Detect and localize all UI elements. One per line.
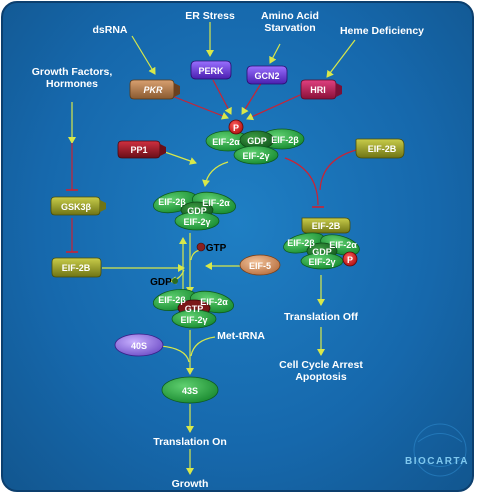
s43-label: 43S (182, 386, 198, 396)
s40-label: 40S (131, 341, 147, 351)
s43-node: 43S (161, 376, 219, 404)
arrow-gtp-in (190, 249, 201, 261)
top-gamma-label: EIF-2γ (242, 151, 269, 161)
gtp-free-label: GTP (206, 243, 227, 254)
label-heme-deficiency: Heme Deficiency (340, 25, 424, 37)
low-alpha-label: EIF-2α (200, 297, 228, 307)
right-nucleotide-label: GDP (312, 247, 332, 257)
label-met-trna: Met-tRNA (217, 330, 265, 342)
label-hormones: Hormones (46, 78, 98, 90)
gsk3b-node: GSK3β (50, 196, 106, 216)
pp1-node: PP1 (117, 140, 166, 159)
eif2b-right-node: EIF-2B (355, 138, 405, 159)
eif2-complex-top: EIF-2α GDP EIF-2β EIF-2γ P (205, 119, 305, 165)
label-dsrna: dsRNA (92, 24, 127, 36)
eif2-complex-right: EIF-2B EIF-2β EIF-2α GDP EIF-2γ P (283, 217, 360, 270)
edges (66, 22, 361, 475)
mid-beta-label: EIF-2β (158, 197, 186, 207)
mid-nucleotide-label: GDP (187, 206, 207, 216)
eif2b-inhib-label: EIF-2B (312, 221, 341, 231)
label-starvation: Starvation (264, 22, 315, 34)
line-top-to-right (284, 157, 319, 206)
label-translation-off: Translation Off (284, 311, 359, 323)
right-phospho-label: P (347, 255, 353, 265)
gcn2-label: GCN2 (254, 71, 279, 81)
eif5-node: EIF-5 (239, 254, 281, 276)
mid-gamma-label: EIF-2γ (183, 217, 210, 227)
low-gamma-label: EIF-2γ (180, 315, 207, 325)
arrow-40s-join (159, 345, 190, 363)
pkr-node: PKR (129, 79, 180, 100)
eif5-label: EIF-5 (249, 261, 271, 271)
gdp-free: GDP (150, 277, 178, 288)
perk-label: PERK (198, 66, 224, 76)
hri-label: HRI (310, 85, 326, 95)
pkr-label: PKR (143, 85, 163, 95)
perk-node: PERK (190, 60, 232, 80)
gsk3b-label: GSK3β (61, 202, 92, 212)
pp1-label: PP1 (130, 145, 147, 155)
biocarta-logo: BIOCARTA (405, 423, 469, 477)
low-beta-label: EIF-2β (158, 295, 186, 305)
right-beta-label: EIF-2β (287, 238, 315, 248)
arrow-top-to-mid (202, 161, 229, 187)
stimulus-labels: dsRNA ER Stress Amino Acid Starvation He… (32, 10, 424, 490)
arrow-pp1-complex (161, 150, 197, 165)
label-translation-on: Translation On (153, 436, 227, 448)
arrow-starvation-gcn2 (269, 43, 281, 64)
label-growth: Growth (172, 478, 209, 490)
arrow-dsrna-pkr (131, 35, 156, 75)
arrow-heme-hri (326, 39, 356, 78)
s40-node: 40S (114, 333, 164, 357)
top-nucleotide-label: GDP (247, 136, 267, 146)
eif2b-right-label: EIF-2B (368, 144, 397, 154)
top-phospho-label: P (233, 123, 239, 133)
brand-text: BIOCARTA (405, 456, 469, 467)
arrow-perk-eif2 (212, 79, 232, 115)
label-growth-factors: Growth Factors, (32, 66, 113, 78)
arrow-hri-eif2 (246, 94, 301, 121)
arrow-gcn2-eif2 (241, 81, 263, 115)
label-apoptosis: Apoptosis (295, 371, 346, 383)
label-er-stress: ER Stress (185, 10, 235, 22)
eif2-complex-mid: EIF-2β EIF-2α GDP EIF-2γ (152, 190, 237, 231)
top-alpha-label: EIF-2α (212, 137, 240, 147)
eif2-complex-low: EIF-2β EIF-2α GTP EIF-2γ (152, 289, 235, 329)
arrow-mettrna-join (190, 336, 216, 357)
line-eif2b-right (319, 148, 361, 191)
label-cell-cycle-arrest: Cell Cycle Arrest (279, 359, 363, 371)
gdp-free-label: GDP (150, 277, 172, 288)
right-phospho-badge (342, 251, 358, 267)
mid-alpha-label: EIF-2α (202, 198, 230, 208)
arrow-pkr-eif2 (171, 95, 229, 120)
right-alpha-label: EIF-2α (329, 240, 357, 250)
top-phospho-badge (228, 119, 244, 135)
label-amino-acid: Amino Acid (261, 10, 319, 22)
eif2b-left-node: EIF-2B (51, 257, 102, 278)
arrow-gdp-out (169, 269, 185, 285)
right-gamma-label: EIF-2γ (308, 257, 335, 267)
top-beta-label: EIF-2β (271, 135, 299, 145)
hri-node: HRI (300, 79, 342, 100)
low-nucleotide-label: GTP (185, 304, 204, 314)
gcn2-node: GCN2 (246, 65, 288, 85)
eif2b-left-label: EIF-2B (62, 263, 91, 273)
gtp-free: GTP (196, 242, 227, 254)
